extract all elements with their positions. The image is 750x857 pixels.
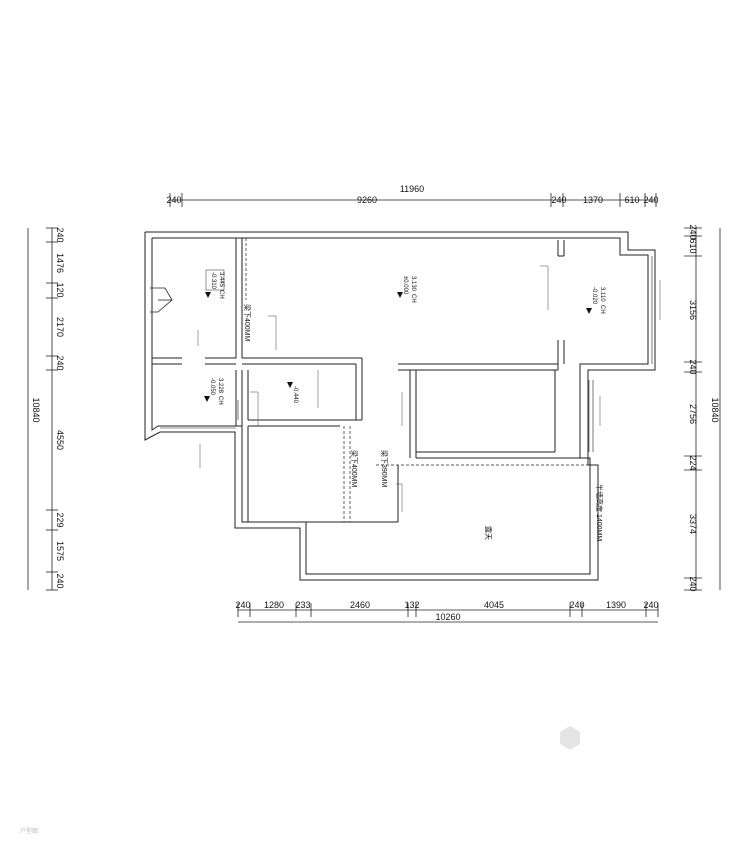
beam-label-1: 梁下400MM — [243, 304, 252, 342]
annotation-leaders — [197, 265, 661, 512]
ceiling-level-2: -0.050 — [209, 378, 215, 396]
left-dimension-8: 1575 — [55, 541, 65, 561]
bottom-dimension-4: 2460 — [350, 600, 370, 610]
floor-level-value: -0.440 — [292, 386, 298, 404]
bottom-dimension-5: 132 — [404, 600, 419, 610]
ceiling-height-3: 3.130 — [410, 276, 416, 292]
left-dimension-7: 229 — [55, 512, 65, 527]
ceiling-code-3: CH — [410, 294, 416, 303]
left-dimension-texts: 240 1476 120 2170 240 4550 229 1575 240 … — [31, 227, 65, 588]
right-dimension-4: 240 — [688, 359, 698, 374]
right-dimension-2: 610 — [688, 238, 698, 253]
left-dimension-2: 1476 — [55, 253, 65, 273]
ceiling-mark-1: 3.445 CH -0.310 — [205, 269, 225, 299]
ceiling-mark-4: 3.110 CH -0.020 — [586, 287, 605, 314]
ceiling-height-1: 3.445 — [218, 272, 224, 288]
left-dimension-3: 120 — [55, 282, 65, 297]
bottom-dimension-1: 240 — [235, 600, 250, 610]
window-lines — [160, 256, 653, 452]
floor-level-mark: -0.440 — [287, 382, 298, 404]
watermark-logo — [560, 726, 580, 750]
right-dimension-texts: 240 610 3156 240 2756 224 3374 240 10840 — [688, 224, 720, 591]
floor-plan-walls — [144, 231, 656, 581]
right-dimension-8: 240 — [688, 576, 698, 591]
ceiling-height-2: 3.228 — [217, 378, 223, 394]
terrace-label: 露天 — [484, 526, 492, 540]
left-dimension-9: 240 — [55, 573, 65, 588]
left-dimension-line — [27, 227, 58, 591]
left-dimension-6: 4550 — [55, 430, 65, 450]
top-dimension-4: 1370 — [583, 195, 603, 205]
bottom-dimension-8: 1390 — [606, 600, 626, 610]
bottom-dimension-3: 233 — [295, 600, 310, 610]
right-dimension-5: 2756 — [688, 404, 698, 424]
bottom-dimension-9: 240 — [643, 600, 658, 610]
beam-label-3: 梁下400MM — [350, 450, 359, 488]
top-dimension-2: 9260 — [357, 195, 377, 205]
ceiling-level-4: -0.020 — [591, 287, 597, 305]
top-dimension-1: 240 — [166, 195, 181, 205]
beam-label-2: 梁下390MM — [380, 450, 389, 488]
ceiling-height-4: 3.110 — [599, 287, 605, 302]
ceiling-level-1: -0.310 — [210, 272, 216, 290]
bottom-dimension-2: 1280 — [264, 600, 284, 610]
left-dimension-5: 240 — [55, 355, 65, 370]
bottom-dimension-line — [237, 603, 659, 623]
top-dimension-3: 240 — [551, 195, 566, 205]
left-dimension-1: 240 — [55, 227, 65, 242]
bottom-total-dimension: 10260 — [435, 612, 460, 622]
parapet-label: 半墙高度 1400MM — [595, 484, 604, 541]
ceiling-mark-2: 3.228 CH -0.050 — [204, 378, 223, 405]
right-dimension-line — [684, 227, 721, 591]
stair-shape — [150, 287, 173, 313]
right-total-dimension: 10840 — [710, 397, 720, 422]
right-dimension-1: 240 — [688, 224, 698, 239]
ceiling-code-4: CH — [599, 305, 605, 314]
ceiling-code-1: CH — [218, 290, 224, 299]
left-total-dimension: 10840 — [31, 397, 41, 422]
right-dimension-6: 224 — [688, 455, 698, 470]
watermark-text: 户型图 — [20, 827, 38, 835]
bottom-dimension-6: 4045 — [484, 600, 504, 610]
top-dimension-5: 610 — [624, 195, 639, 205]
right-dimension-7: 3374 — [688, 514, 698, 534]
ceiling-level-3: ±0.000 — [402, 276, 408, 295]
ceiling-mark-3: 3.130 CH ±0.000 — [397, 276, 416, 303]
top-dimension-6: 240 — [643, 195, 658, 205]
beam-lines — [245, 238, 590, 522]
top-dimension-line — [169, 193, 657, 207]
top-total-dimension: 11960 — [400, 184, 424, 194]
left-dimension-4: 2170 — [55, 317, 65, 337]
bottom-dimension-7: 240 — [569, 600, 584, 610]
right-dimension-3: 3156 — [688, 300, 698, 320]
ceiling-code-2: CH — [217, 396, 223, 405]
